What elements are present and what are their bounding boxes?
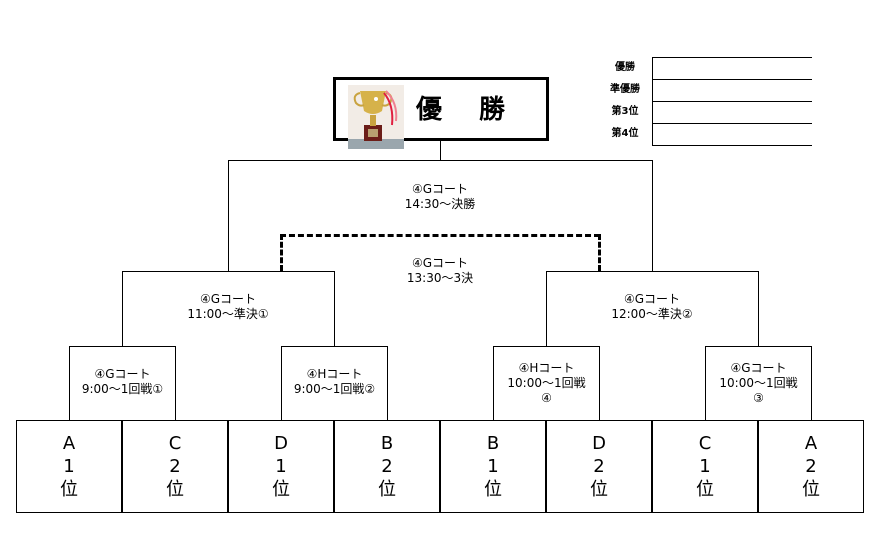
team-rank: 2 xyxy=(805,456,817,477)
round1-match-1-label: ④Gコート 9:00～1回戦① xyxy=(69,367,176,397)
round1-match-2-label: ④Hコート 9:00～1回戦② xyxy=(281,367,388,397)
ranking-value-cell[interactable] xyxy=(652,79,812,101)
round1-match-3-time: 10:00～1回戦 xyxy=(719,376,798,390)
team-group: B xyxy=(486,433,500,454)
team-rank: 1 xyxy=(63,456,75,477)
round1-match-2-time: 9:00～1回戦② xyxy=(293,382,376,396)
ranking-value-cell[interactable] xyxy=(652,57,812,79)
semi2-match-label: ④Gコート 12:00～準決② xyxy=(552,292,752,322)
team-group: D xyxy=(274,433,288,454)
semi1-bracket-right xyxy=(334,271,335,346)
round1-match-1-time: 9:00～1回戦① xyxy=(81,382,164,396)
team-slot-2: C 2 位 xyxy=(122,420,228,513)
final-bracket-left xyxy=(228,160,229,271)
team-suffix: 位 xyxy=(590,479,608,500)
semi2-time: 12:00～準決② xyxy=(611,307,693,321)
final-bracket-top xyxy=(228,160,653,161)
champion-title: 優 勝 xyxy=(416,95,520,125)
round1-match-1-court: ④Gコート xyxy=(94,367,151,381)
team-slot-4: B 2 位 xyxy=(334,420,440,513)
team-suffix: 位 xyxy=(60,479,78,500)
round1-match-4-label: ④Hコート 10:00～1回戦 ④ xyxy=(493,361,600,406)
team-group: B xyxy=(380,433,394,454)
final-match-label: ④Gコート 14:30～決勝 xyxy=(340,182,540,212)
final-time: 14:30～決勝 xyxy=(404,197,476,211)
team-suffix: 位 xyxy=(166,479,184,500)
team-suffix: 位 xyxy=(696,479,714,500)
semi1-time: 11:00～準決① xyxy=(187,307,269,321)
third-place-bracket-top xyxy=(280,234,600,237)
team-group: D xyxy=(592,433,606,454)
final-court: ④Gコート xyxy=(411,182,469,196)
final-bracket-right xyxy=(652,160,653,271)
round1-match-2-court: ④Hコート xyxy=(306,367,363,381)
round1-match-4-court: ④Hコート xyxy=(518,361,575,375)
team-suffix: 位 xyxy=(484,479,502,500)
round1-match-3-label: ④Gコート 10:00～1回戦 ③ xyxy=(705,361,812,406)
semi1-court: ④Gコート xyxy=(199,292,257,306)
round1-match-4-extra: ④ xyxy=(541,391,552,405)
final-connector xyxy=(440,141,441,160)
ranking-label: 優勝 xyxy=(615,62,635,73)
team-rank: 2 xyxy=(381,456,393,477)
trophy-icon xyxy=(348,85,404,149)
team-slot-1: A 1 位 xyxy=(16,420,122,513)
team-group: C xyxy=(168,433,182,454)
ranking-value-cell[interactable] xyxy=(652,101,812,123)
third-place-time: 13:30～3決 xyxy=(406,271,474,285)
team-rank: 2 xyxy=(169,456,181,477)
semi1-bracket-left xyxy=(122,271,123,346)
round1-match-3-extra: ③ xyxy=(753,391,764,405)
team-rank: 1 xyxy=(275,456,287,477)
semi1-match-label: ④Gコート 11:00～準決① xyxy=(128,292,328,322)
team-suffix: 位 xyxy=(378,479,396,500)
team-slot-8: A 2 位 xyxy=(758,420,864,513)
third-place-bracket-right xyxy=(598,234,601,271)
team-slot-5: B 1 位 xyxy=(440,420,546,513)
semi2-bracket-right xyxy=(758,271,759,346)
team-group: A xyxy=(804,433,818,454)
third-place-court: ④Gコート xyxy=(411,256,469,270)
ranking-bottom-border xyxy=(652,145,812,146)
semi2-court: ④Gコート xyxy=(623,292,681,306)
champion-box: 優 勝 xyxy=(333,77,549,149)
team-rank: 1 xyxy=(699,456,711,477)
ranking-label: 第4位 xyxy=(611,128,639,139)
semi1-bracket-top xyxy=(122,271,335,272)
team-group: A xyxy=(62,433,76,454)
team-slot-7: C 1 位 xyxy=(652,420,758,513)
round1-match-4-time: 10:00～1回戦 xyxy=(507,376,586,390)
semi2-bracket-left xyxy=(546,271,547,346)
team-rank: 1 xyxy=(487,456,499,477)
ranking-label: 準優勝 xyxy=(610,84,640,95)
team-suffix: 位 xyxy=(272,479,290,500)
team-group: C xyxy=(698,433,712,454)
team-slot-6: D 2 位 xyxy=(546,420,652,513)
team-rank: 2 xyxy=(593,456,605,477)
third-place-match-label: ④Gコート 13:30～3決 xyxy=(340,256,540,286)
ranking-value-cell[interactable] xyxy=(652,123,812,145)
team-suffix: 位 xyxy=(802,479,820,500)
round1-match-3-court: ④Gコート xyxy=(730,361,787,375)
semi2-bracket-top xyxy=(546,271,759,272)
third-place-bracket-left xyxy=(280,234,283,271)
team-slot-3: D 1 位 xyxy=(228,420,334,513)
ranking-label: 第3位 xyxy=(611,106,639,117)
